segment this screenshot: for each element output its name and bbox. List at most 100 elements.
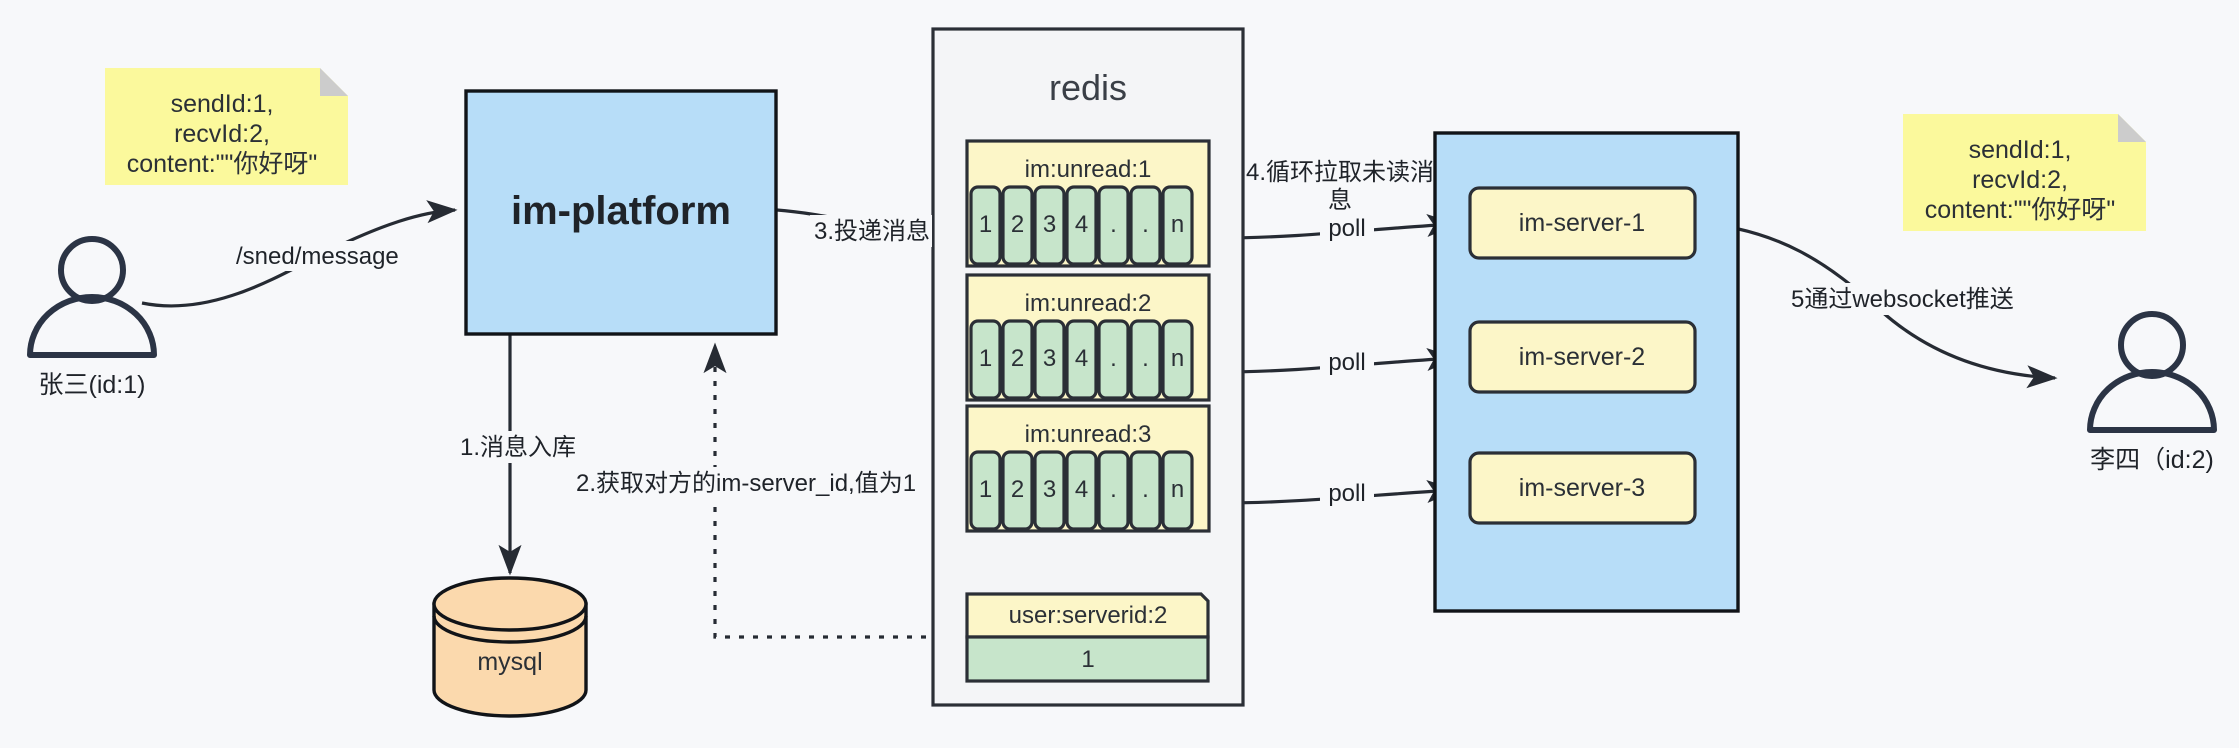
redis-cell-label: 4 (1075, 211, 1088, 238)
redis-list-im-unread-1[interactable]: im:unread:1 1 2 3 4 . . n (965, 139, 1211, 268)
im-server-1-label: im-server-1 (1519, 209, 1645, 237)
edge-label-push-websocket-text: 5通过websocket推送 (1791, 286, 2014, 313)
mysql-cylinder-top (432, 576, 588, 632)
redis-list-2-cells: 1 2 3 4 . . n (969, 319, 1194, 400)
edge-label-send-message: /sned/message (232, 241, 399, 271)
note-left-line-3: content:""你好呀" (127, 150, 318, 178)
redis-cell-label: 2 (1011, 476, 1024, 503)
redis-list-1-key: im:unread:1 (1025, 156, 1152, 183)
redis-list-3-key: im:unread:3 (1025, 421, 1152, 448)
edge-label-poll-3-text: poll (1328, 480, 1365, 507)
redis-cell-label: 3 (1043, 345, 1056, 372)
redis-cell[interactable] (1097, 319, 1130, 400)
im-server-2-box[interactable] (1468, 320, 1697, 394)
actor-sender-label: 张三(id:1) (39, 371, 146, 399)
mysql-cylinder-body (432, 602, 588, 718)
user-actor-icon-head (2118, 311, 2186, 379)
redis-cell-label: n (1171, 345, 1184, 372)
redis-cell[interactable] (1097, 450, 1130, 531)
redis-kv-key-box (965, 592, 1210, 639)
mysql-label: mysql (477, 648, 542, 676)
node-mysql[interactable]: mysql (432, 576, 588, 718)
redis-cell-label: . (1142, 476, 1149, 503)
redis-cell[interactable] (1129, 450, 1162, 531)
note-left-line-2: recvId:2, (174, 120, 270, 148)
redis-cell[interactable] (1161, 450, 1194, 531)
redis-cell-label: 4 (1075, 345, 1088, 372)
edge-label-poll-1-text: poll (1328, 215, 1365, 242)
redis-cell-label: 4 (1075, 476, 1088, 503)
node-im-platform[interactable]: im-platform (464, 89, 778, 336)
edge-label-store-message-text: 1.消息入库 (460, 434, 576, 461)
redis-cell[interactable] (1001, 450, 1034, 531)
redis-cell-label: 1 (979, 211, 992, 238)
redis-list-1-cells: 1 2 3 4 . . n (969, 185, 1194, 266)
redis-cell-label: n (1171, 211, 1184, 238)
edge-label-pull-unread-line2: 息 (1328, 187, 1352, 214)
redis-cell[interactable] (1065, 319, 1098, 400)
edge-label-poll-3: poll (1320, 478, 1374, 508)
redis-cell-label: . (1110, 476, 1117, 503)
redis-cell[interactable] (969, 319, 1002, 400)
redis-cell-label: 1 (979, 345, 992, 372)
redis-cell[interactable] (1065, 450, 1098, 531)
im-server-3-box[interactable] (1468, 451, 1697, 525)
note-left: sendId:1, recvId:2, content:""你好呀" (105, 68, 348, 185)
im-server-3-label: im-server-3 (1519, 474, 1645, 502)
redis-cell-label: n (1171, 476, 1184, 503)
node-redis[interactable]: redis im:unread:1 1 2 3 4 . . (931, 27, 1245, 707)
user-actor-icon-body (27, 294, 157, 358)
redis-list-im-unread-2[interactable]: im:unread:2 1 2 3 4 . . n (965, 273, 1211, 402)
edge-label-get-server-id-text: 2.获取对方的im-server_id,值为1 (576, 470, 916, 497)
edge-label-store-message: 1.消息入库 (456, 431, 576, 463)
note-right: sendId:1, recvId:2, content:""你好呀" (1903, 114, 2146, 231)
redis-kv-key-label: user:serverid:2 (1009, 602, 1168, 629)
actor-receiver[interactable]: 李四（id:2) (2087, 311, 2217, 474)
redis-cell[interactable] (1001, 185, 1034, 266)
redis-cell[interactable] (969, 450, 1002, 531)
edge-label-poll-2-text: poll (1328, 349, 1365, 376)
redis-cell[interactable] (1161, 319, 1194, 400)
node-im-server-cluster[interactable]: im-server-1 im-server-2 im-server-3 (1433, 131, 1740, 613)
edge-label-poll-2: poll (1320, 347, 1374, 377)
edge-label-poll-1: poll (1320, 213, 1374, 243)
redis-cell-label: . (1142, 345, 1149, 372)
note-right-line-2: recvId:2, (1972, 166, 2068, 194)
redis-list-3-cells: 1 2 3 4 . . n (969, 450, 1194, 531)
redis-title: redis (1049, 67, 1127, 108)
edge-label-pull-unread-line1: 4.循环拉取未读消 (1246, 159, 1434, 186)
redis-cell[interactable] (1001, 319, 1034, 400)
actor-sender[interactable]: 张三(id:1) (27, 236, 157, 399)
redis-cell-label: 3 (1043, 211, 1056, 238)
redis-cell[interactable] (1161, 185, 1194, 266)
user-actor-icon-body (2087, 369, 2217, 433)
redis-cell[interactable] (1033, 319, 1066, 400)
note-right-line-1: sendId:1, (1969, 136, 2072, 164)
im-platform-label: im-platform (511, 189, 731, 233)
im-platform-box (464, 89, 778, 336)
redis-cell[interactable] (969, 185, 1002, 266)
note-right-line-3: content:""你好呀" (1925, 196, 2116, 224)
redis-kv-value-box[interactable] (965, 635, 1210, 683)
redis-list-2-key: im:unread:2 (1025, 290, 1152, 317)
mysql-cylinder-rim (432, 615, 588, 644)
redis-cell[interactable] (1033, 185, 1066, 266)
redis-kv-user-serverid[interactable]: user:serverid:2 1 (965, 592, 1210, 683)
redis-cell[interactable] (1129, 185, 1162, 266)
redis-cell-label: . (1142, 211, 1149, 238)
redis-cell[interactable] (1033, 450, 1066, 531)
redis-cell-label: 3 (1043, 476, 1056, 503)
redis-list-im-unread-3[interactable]: im:unread:3 1 2 3 4 . . n (965, 404, 1211, 533)
redis-cell[interactable] (1065, 185, 1098, 266)
edge-label-pull-unread: 4.循环拉取未读消 息 (1246, 159, 1434, 214)
edge-label-push-websocket: 5通过websocket推送 (1787, 283, 2014, 315)
redis-cell[interactable] (1097, 185, 1130, 266)
redis-cell-label: 2 (1011, 211, 1024, 238)
redis-cell-label: 1 (979, 476, 992, 503)
edge-label-deliver-message-text: 3.投递消息 (814, 218, 930, 245)
redis-cell[interactable] (1129, 319, 1162, 400)
im-server-1-box[interactable] (1468, 186, 1697, 260)
redis-cell-label: . (1110, 211, 1117, 238)
